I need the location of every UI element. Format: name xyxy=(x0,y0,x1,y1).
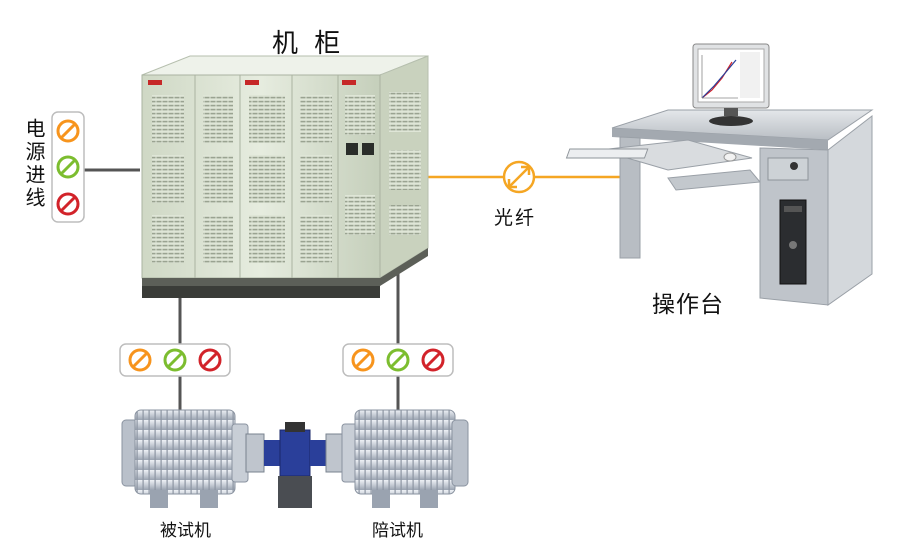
dut-motor xyxy=(121,409,249,508)
phase-symbol-icon xyxy=(163,348,187,372)
keyboard xyxy=(565,148,649,159)
phase-symbol-icon xyxy=(56,119,80,143)
phase-symbol-icon xyxy=(128,348,152,372)
console-desk xyxy=(565,109,874,306)
cabinet-label: 机 柜 xyxy=(272,29,345,59)
console-label: 操作台 xyxy=(652,292,724,318)
cabinet-logo xyxy=(148,80,162,85)
phase-symbol-icon xyxy=(386,348,410,372)
phase-symbol-icon xyxy=(351,348,375,372)
cabinet-meter xyxy=(346,143,358,155)
phase-symbol-icon xyxy=(56,192,80,216)
fiber-link-icon xyxy=(502,160,536,194)
phase-symbol-icon xyxy=(198,348,222,372)
dut-motor-label: 被试机 xyxy=(160,521,211,541)
monitor xyxy=(692,43,770,126)
cabinet-logo xyxy=(245,80,259,85)
cabinet-meter xyxy=(362,143,374,155)
fiber-label: 光纤 xyxy=(494,207,537,229)
phase-symbol-icon xyxy=(56,155,80,179)
load-motor-label: 陪试机 xyxy=(372,521,423,541)
power-inlet-label: 电源进线 xyxy=(22,118,46,210)
phase-symbol-icon xyxy=(421,348,445,372)
cabinet xyxy=(141,55,429,298)
load-motor xyxy=(341,409,469,508)
coupling xyxy=(245,422,345,508)
cabinet-logo xyxy=(342,80,356,85)
mouse xyxy=(723,152,737,162)
